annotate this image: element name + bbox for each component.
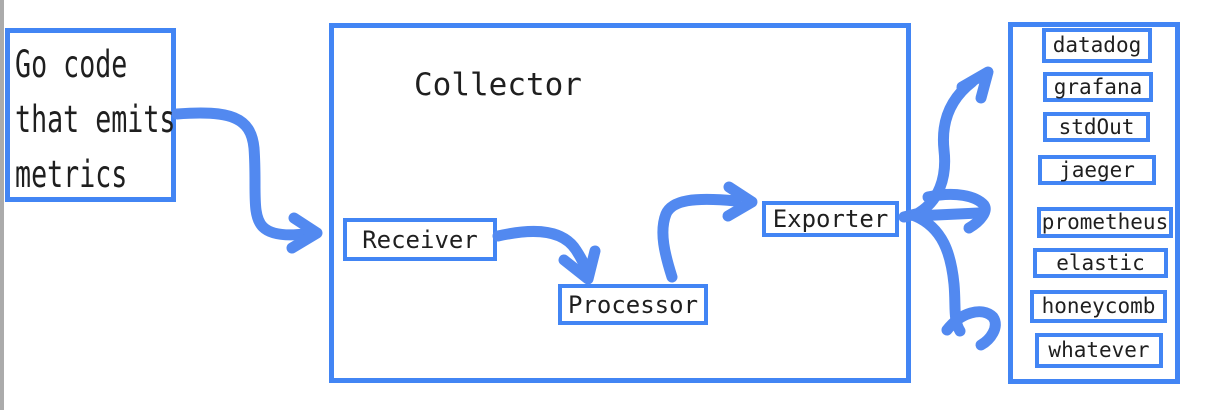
node-prometheus: prometheus — [1037, 207, 1173, 238]
arrow-source-to-collector — [171, 107, 311, 241]
node-honeycomb: honeycomb — [1030, 290, 1167, 323]
node-whatever: whatever — [1035, 333, 1163, 368]
source-node-text: Go code that emits metrics — [10, 33, 176, 202]
arrow-branch-middle-head-icon — [922, 188, 991, 234]
window-edge-strip — [0, 0, 4, 410]
destinations-container-box — [1008, 22, 1180, 384]
node-datadog: datadog — [1042, 28, 1152, 63]
destination-label: stdOut — [1058, 114, 1135, 139]
node-stdout: stdOut — [1043, 112, 1150, 142]
destination-label: whatever — [1048, 338, 1150, 362]
processor-label: Processor — [567, 290, 699, 319]
destination-label: elastic — [1056, 250, 1145, 275]
destination-label: grafana — [1053, 74, 1143, 99]
source-line-2: that emits — [15, 98, 176, 141]
source-line-3: metrics — [15, 153, 128, 196]
destination-label: honeycomb — [1041, 294, 1156, 318]
arrow-branch-down-head-icon — [941, 306, 1001, 351]
destination-label: prometheus — [1041, 210, 1169, 234]
node-receiver: Receiver — [343, 218, 497, 261]
arrow-branch-down — [909, 210, 966, 337]
arrow-branch-up-head-icon — [956, 66, 994, 104]
collector-container-box — [329, 23, 911, 383]
receiver-label: Receiver — [362, 225, 478, 254]
exporter-label: Exporter — [772, 205, 889, 233]
destination-label: datadog — [1052, 33, 1142, 57]
source-line-1: Go code — [15, 43, 128, 86]
arrow-source-to-collector-head-icon — [286, 212, 323, 254]
destination-label: jaeger — [1059, 157, 1135, 182]
node-processor: Processor — [558, 284, 708, 325]
arrow-branch-middle — [909, 207, 985, 222]
collector-title: Collector — [414, 67, 582, 103]
node-jaeger: jaeger — [1038, 155, 1156, 185]
node-go-code-source: Go code that emits metrics — [5, 28, 176, 202]
node-grafana: grafana — [1043, 72, 1153, 102]
node-elastic: elastic — [1033, 248, 1168, 278]
node-exporter: Exporter — [762, 201, 899, 237]
arrow-branch-up — [909, 76, 978, 221]
